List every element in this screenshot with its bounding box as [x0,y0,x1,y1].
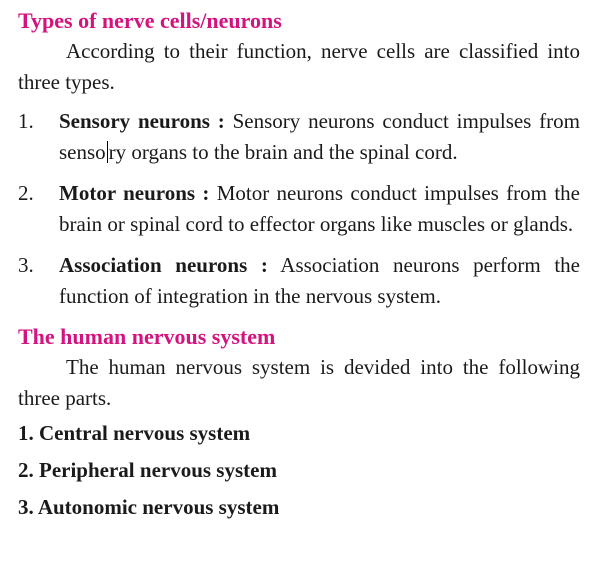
definition-text: Association neurons perform the function… [59,253,581,308]
list-item-central-nervous-system: 1. Central nervous system [18,421,251,445]
list-item-peripheral-nervous-system: 2. Peripheral nervous system [18,458,277,482]
list-item-body[interactable]: Sensory neurons : Sensory neurons conduc… [59,106,580,168]
neuron-types-list: 1. Sensory neurons : Sensory neurons con… [18,106,580,312]
term-association-neurons: Association neurons : [59,253,268,277]
term-motor-neurons: Motor neurons : [59,181,210,205]
section-heading-neuron-types: Types of nerve cells/neurons [18,8,282,33]
list-number: 2. [18,181,34,205]
list-item-body[interactable]: Motor neurons : Motor neurons conduct im… [59,178,580,240]
list-item-autonomic-nervous-system: 3. Autonomic nervous system [18,495,280,519]
definition-text-part-2: ry organs to the brain and the spinal co… [108,140,458,164]
list-item-sensory-neurons: 1. Sensory neurons : Sensory neurons con… [18,106,580,168]
neuron-types-intro: According to their function, nerve cells… [18,39,580,94]
list-item-motor-neurons: 2. Motor neurons : Motor neurons conduct… [18,178,580,240]
list-number: 3. [18,253,34,277]
list-number: 1. [18,109,34,133]
definition-text: Motor neurons conduct impulses from the … [59,181,580,236]
term-sensory-neurons: Sensory neurons : [59,109,225,133]
text-cursor [106,141,108,163]
nervous-system-intro: The human nervous system is devided into… [18,355,580,410]
list-item-association-neurons: 3. Association neurons : Association neu… [18,250,580,312]
section-heading-nervous-system: The human nervous system [18,324,276,349]
list-item-body[interactable]: Association neurons : Association neuron… [59,250,580,312]
nervous-system-parts-list: 1. Central nervous system 2. Peripheral … [18,418,580,523]
document-page: Types of nerve cells/neurons According t… [18,6,580,529]
definition-text-part-1: Sensory neurons conduct impulses from se… [59,109,580,164]
